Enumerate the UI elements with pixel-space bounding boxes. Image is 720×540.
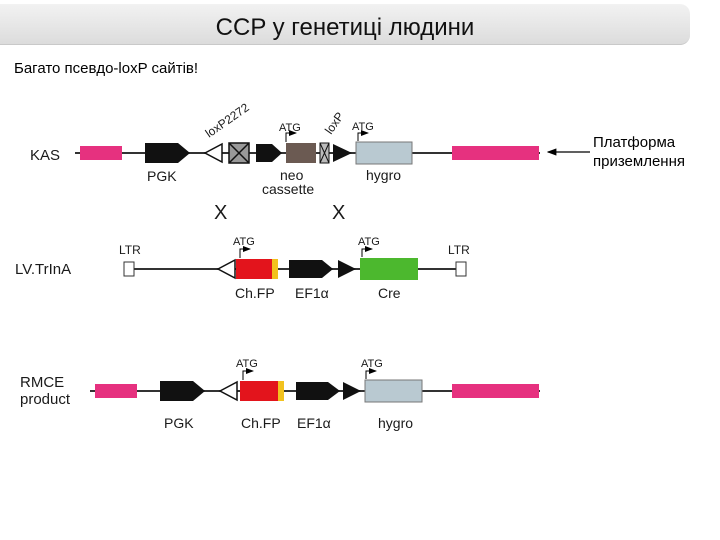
lv-atg1-arrow bbox=[239, 246, 251, 258]
lv-ltr-right-label: LTR bbox=[448, 243, 470, 257]
kas-loxp2272-site bbox=[203, 142, 223, 164]
rmce-pgk-label: PGK bbox=[164, 415, 194, 431]
kas-right-pink-arm bbox=[452, 146, 539, 160]
rmce-chfp-tip bbox=[278, 381, 284, 401]
rmce-chfp-gene bbox=[240, 381, 278, 401]
kas-loxp-site bbox=[333, 144, 352, 162]
kas-construct: KAS loxP2272 loxP ATG ATG PGK neo casset… bbox=[30, 100, 590, 197]
rmce-atg2-label: ATG bbox=[361, 358, 383, 370]
kas-hygro-gene bbox=[355, 141, 413, 165]
rmce-label-line-2: product bbox=[20, 391, 71, 408]
crossover-mark-left: X bbox=[214, 202, 227, 224]
rmce-ef1a-label: EF1α bbox=[297, 415, 331, 431]
kas-neo-cassette bbox=[286, 143, 316, 163]
rmce-atg1-label: ATG bbox=[236, 358, 258, 370]
rmce-hygro-label: hygro bbox=[378, 415, 413, 431]
crossover-mark-right: X bbox=[332, 202, 345, 224]
kas-left-pink-arm bbox=[80, 146, 122, 160]
lv-atg1-label: ATG bbox=[233, 236, 255, 248]
lv-construct: LV.TrInA LTR LTR ATG ATG Ch.FP EF1α Cre bbox=[15, 236, 470, 301]
rmce-hygro-gene bbox=[364, 379, 423, 403]
rmce-right-pink-arm bbox=[452, 384, 539, 398]
rmce-lox-triangle bbox=[343, 382, 361, 400]
slide-title: CCP у генетиці людини bbox=[215, 14, 475, 41]
rmce-atg2-arrow bbox=[365, 368, 377, 379]
kas-atg2-label: ATG bbox=[352, 121, 374, 133]
annotation-line-2: приземлення bbox=[593, 153, 685, 170]
rmce-atg1-arrow bbox=[242, 368, 254, 380]
lv-left-ltr bbox=[123, 261, 135, 277]
annotation-line-1: Платформа bbox=[593, 134, 676, 151]
lv-ef1a-label: EF1α bbox=[295, 285, 329, 301]
rmce-ef1a-promoter bbox=[296, 382, 340, 400]
kas-atg1-label: ATG bbox=[279, 122, 301, 134]
lv-atg2-arrow bbox=[361, 246, 373, 257]
lv-label: LV.TrInA bbox=[15, 261, 71, 278]
lv-cre-label: Cre bbox=[378, 285, 401, 301]
kas-atg2-arrow bbox=[357, 130, 369, 141]
lv-ef1a-promoter bbox=[289, 260, 333, 278]
kas-pgk-label: PGK bbox=[147, 168, 177, 184]
subtitle: Багато псевдо-loxP сайтів! bbox=[14, 60, 199, 77]
lv-ltr-left-label: LTR bbox=[119, 243, 141, 257]
rmce-chfp-label: Ch.FP bbox=[241, 415, 281, 431]
lv-cre-gene bbox=[360, 258, 418, 280]
kas-loxp-label: loxP bbox=[322, 110, 347, 137]
lv-atg2-label: ATG bbox=[358, 236, 380, 248]
kas-cross-box-line-2 bbox=[228, 142, 250, 164]
kas-hygro-label: hygro bbox=[366, 167, 401, 183]
lv-lox-triangle bbox=[338, 260, 356, 278]
kas-atg1-arrow bbox=[285, 130, 297, 142]
kas-cassette-label: cassette bbox=[262, 181, 314, 197]
rmce-left-pink-arm bbox=[95, 384, 137, 398]
lv-chfp-label: Ch.FP bbox=[235, 285, 275, 301]
rmce-label-line-1: RMCE bbox=[20, 374, 64, 391]
kas-neo-label: neo bbox=[280, 167, 304, 183]
landing-platform-annotation: Платформа приземлення bbox=[593, 133, 685, 171]
lv-lox-site bbox=[216, 258, 236, 280]
kas-small-box-line-2 bbox=[319, 142, 330, 164]
kas-loxp2272-label: loxP2272 bbox=[203, 100, 252, 140]
lv-chfp-tip bbox=[272, 259, 278, 279]
kas-label: KAS bbox=[30, 147, 60, 164]
rmce-lox-site bbox=[218, 380, 238, 402]
title-bar: CCP у генетиці людини bbox=[0, 4, 690, 45]
kas-small-promoter bbox=[256, 144, 282, 162]
kas-pgk-promoter bbox=[145, 143, 190, 163]
lv-right-ltr bbox=[455, 261, 467, 277]
rmce-construct: RMCE product ATG ATG PGK Ch.FP EF1α hygr… bbox=[20, 358, 540, 431]
rmce-pgk-promoter bbox=[160, 381, 205, 401]
lv-chfp-gene bbox=[236, 259, 272, 279]
